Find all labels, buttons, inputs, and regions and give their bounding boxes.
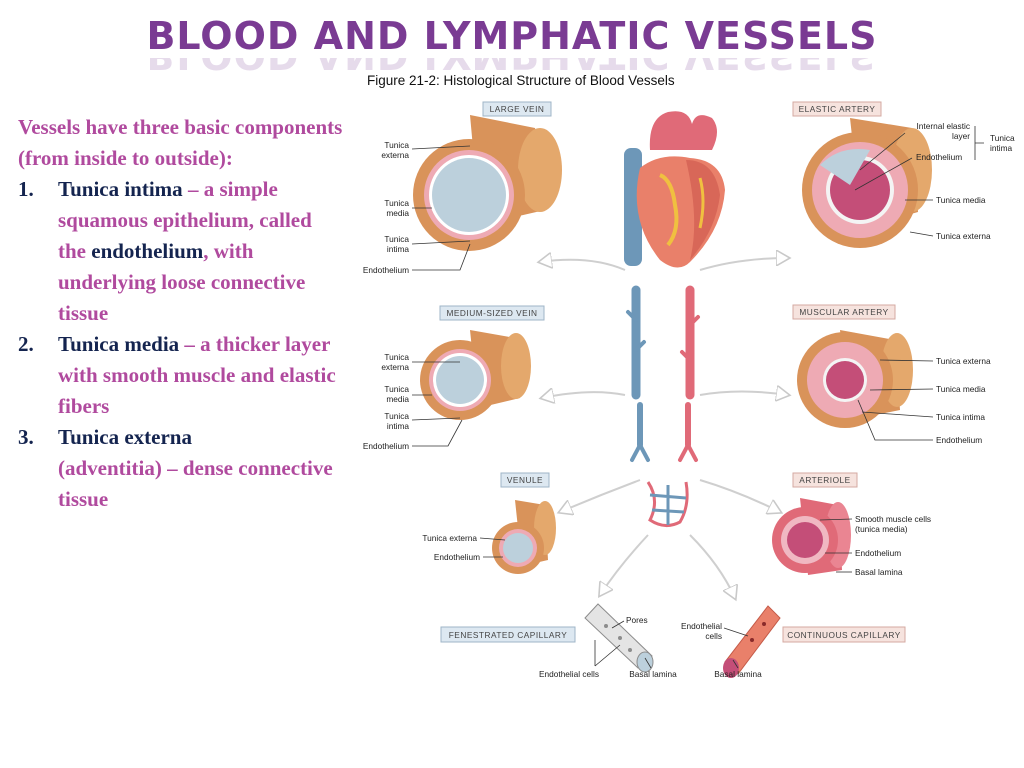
svg-text:intima: intima bbox=[990, 143, 1013, 153]
svg-text:Endothelium: Endothelium bbox=[434, 552, 480, 562]
term-tunica-intima: Tunica intima bbox=[58, 177, 183, 201]
intro-paragraph: Vessels have three basic components (fro… bbox=[18, 115, 343, 170]
vessel-layers-text: Vessels have three basic components (fro… bbox=[18, 112, 343, 515]
caption-venule: VENULE bbox=[500, 472, 550, 488]
term-tunica-media: Tunica media bbox=[58, 332, 180, 356]
svg-text:Endothelial: Endothelial bbox=[681, 621, 722, 631]
svg-text:Tunica: Tunica bbox=[990, 133, 1015, 143]
svg-text:(tunica media): (tunica media) bbox=[855, 524, 908, 534]
labels-large-vein: Tunica externa Tunica media Tunica intim… bbox=[363, 140, 410, 275]
svg-text:externa: externa bbox=[381, 150, 409, 160]
term-endothelium: endothelium bbox=[91, 239, 204, 263]
svg-text:Tunica: Tunica bbox=[384, 234, 409, 244]
svg-text:FENESTRATED CAPILLARY: FENESTRATED CAPILLARY bbox=[449, 630, 568, 640]
labels-medium-vein: Tunica externa Tunica media Tunica intim… bbox=[363, 352, 410, 451]
leader-lines bbox=[411, 126, 984, 669]
svg-text:ELASTIC ARTERY: ELASTIC ARTERY bbox=[799, 104, 876, 114]
svg-text:MEDIUM-SIZED VEIN: MEDIUM-SIZED VEIN bbox=[446, 308, 537, 318]
caption-fenestrated-capillary: FENESTRATED CAPILLARY bbox=[440, 626, 576, 643]
svg-text:Tunica: Tunica bbox=[384, 384, 409, 394]
svg-text:Pores: Pores bbox=[626, 615, 648, 625]
caption-continuous-capillary: CONTINUOUS CAPILLARY bbox=[782, 626, 906, 643]
central-vein-branch bbox=[626, 285, 650, 462]
list-number: 3. bbox=[18, 425, 34, 449]
svg-text:Endothelium: Endothelium bbox=[855, 548, 901, 558]
term-tunica-externa: Tunica externa bbox=[58, 425, 192, 449]
svg-text:Tunica: Tunica bbox=[384, 140, 409, 150]
svg-text:Tunica: Tunica bbox=[384, 352, 409, 362]
svg-text:Endothelium: Endothelium bbox=[363, 441, 409, 451]
svg-text:ARTERIOLE: ARTERIOLE bbox=[799, 475, 850, 485]
svg-text:intima: intima bbox=[387, 244, 410, 254]
labels-capillaries: Pores Endothelial cells Basal lamina End… bbox=[539, 615, 762, 679]
medium-vein-illustration bbox=[420, 330, 531, 420]
svg-text:media: media bbox=[386, 394, 409, 404]
svg-text:Tunica externa: Tunica externa bbox=[422, 533, 477, 543]
labels-elastic-artery: Internal elastic layer Tunica intima End… bbox=[916, 121, 1015, 241]
svg-text:Endothelium: Endothelium bbox=[936, 435, 982, 445]
venule-illustration bbox=[492, 500, 556, 574]
svg-text:Endothelium: Endothelium bbox=[363, 265, 409, 275]
slide-title: BLOOD AND LYMPHATIC VESSELS BLOOD AND LY… bbox=[0, 14, 1024, 74]
svg-text:VENULE: VENULE bbox=[507, 475, 543, 485]
svg-text:cells: cells bbox=[705, 631, 722, 641]
svg-text:intima: intima bbox=[387, 421, 410, 431]
svg-text:media: media bbox=[386, 208, 409, 218]
list-number: 2. bbox=[18, 332, 34, 356]
slide-title-text: BLOOD AND LYMPHATIC VESSELS bbox=[146, 14, 878, 58]
figure-title: Figure 21-2: Histological Structure of B… bbox=[367, 73, 675, 88]
svg-text:MUSCULAR ARTERY: MUSCULAR ARTERY bbox=[799, 307, 888, 317]
svg-text:Tunica media: Tunica media bbox=[936, 384, 986, 394]
svg-text:externa: externa bbox=[381, 362, 409, 372]
media-desc: – a thicker layer with smooth muscle and… bbox=[58, 332, 336, 418]
svg-text:Internal elastic: Internal elastic bbox=[917, 121, 971, 131]
svg-text:Basal lamina: Basal lamina bbox=[714, 669, 762, 679]
svg-text:Smooth muscle cells: Smooth muscle cells bbox=[855, 514, 931, 524]
heart-illustration bbox=[624, 111, 725, 268]
elastic-artery-illustration bbox=[802, 118, 932, 248]
svg-text:Basal lamina: Basal lamina bbox=[855, 567, 903, 577]
arteriole-illustration bbox=[772, 498, 851, 575]
svg-text:LARGE VEIN: LARGE VEIN bbox=[490, 104, 545, 114]
labels-venule: Tunica externa Endothelium bbox=[422, 533, 480, 562]
svg-text:Tunica media: Tunica media bbox=[936, 195, 986, 205]
intima-desc-b: , with underlying loose connective tissu… bbox=[58, 239, 306, 325]
svg-text:Tunica: Tunica bbox=[384, 198, 409, 208]
continuous-capillary-illustration bbox=[723, 605, 781, 678]
fenestrated-capillary-illustration bbox=[584, 603, 654, 673]
large-vein-illustration bbox=[413, 115, 562, 251]
muscular-artery-illustration bbox=[797, 330, 913, 428]
labels-arteriole: Smooth muscle cells (tunica media) Endot… bbox=[855, 514, 931, 577]
flow-arrows bbox=[540, 258, 788, 598]
svg-text:Tunica: Tunica bbox=[384, 411, 409, 421]
central-artery-branch bbox=[678, 285, 700, 462]
blood-vessel-histology-figure: LARGE VEIN ELASTIC ARTERY MEDIUM-SIZED V… bbox=[363, 101, 1015, 679]
caption-medium-vein: MEDIUM-SIZED VEIN bbox=[439, 305, 545, 321]
intima-desc-a: – a simple squamous epithelium, called t… bbox=[58, 177, 312, 263]
capillary-bed bbox=[646, 481, 689, 527]
svg-text:Tunica externa: Tunica externa bbox=[936, 231, 991, 241]
svg-text:Endothelium: Endothelium bbox=[916, 152, 962, 162]
caption-large-vein: LARGE VEIN bbox=[482, 101, 552, 117]
svg-text:Basal lamina: Basal lamina bbox=[629, 669, 677, 679]
svg-text:CONTINUOUS CAPILLARY: CONTINUOUS CAPILLARY bbox=[787, 630, 901, 640]
list-item-intima: 1. Tunica intima – a simple squamous epi… bbox=[18, 174, 343, 329]
svg-text:Tunica externa: Tunica externa bbox=[936, 356, 991, 366]
caption-muscular-artery: MUSCULAR ARTERY bbox=[792, 304, 896, 320]
caption-elastic-artery: ELASTIC ARTERY bbox=[792, 101, 882, 117]
svg-text:layer: layer bbox=[952, 131, 970, 141]
svg-text:Endothelial cells: Endothelial cells bbox=[539, 669, 599, 679]
list-number: 1. bbox=[18, 177, 34, 201]
list-item-externa: 3. Tunica externa (adventitia) – dense co… bbox=[18, 422, 343, 515]
list-item-media: 2. Tunica media – a thicker layer with s… bbox=[18, 329, 343, 422]
externa-desc: (adventitia) – dense connective tissue bbox=[58, 456, 333, 511]
caption-arteriole: ARTERIOLE bbox=[792, 472, 858, 488]
layers-list: 1. Tunica intima – a simple squamous epi… bbox=[18, 174, 343, 515]
svg-text:Tunica intima: Tunica intima bbox=[936, 412, 985, 422]
labels-muscular-artery: Tunica externa Tunica media Tunica intim… bbox=[936, 356, 991, 445]
